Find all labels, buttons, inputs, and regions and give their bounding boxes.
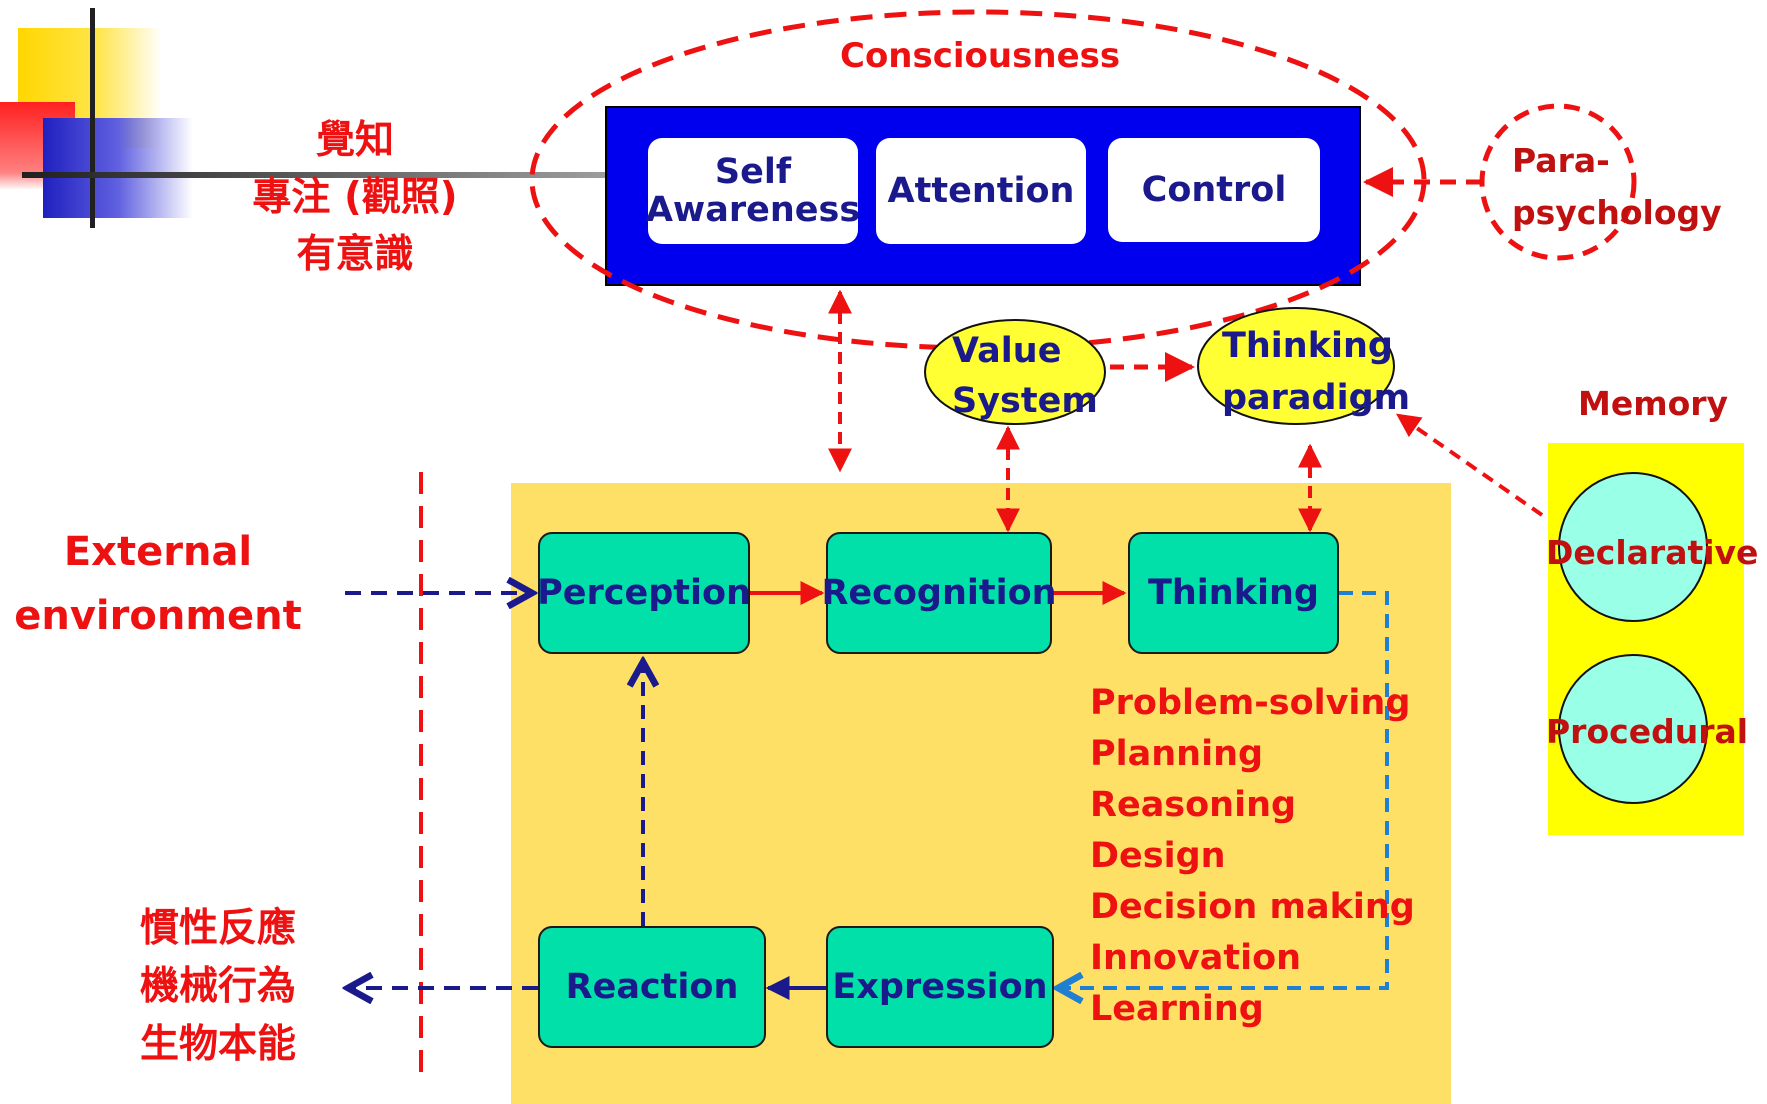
- expression-label: Expression: [832, 967, 1048, 1007]
- self-awareness-label: Self Awareness: [645, 151, 861, 230]
- consciousness-chinese-line-2: 專注 (觀照): [252, 175, 458, 220]
- expression-node: Expression: [826, 926, 1054, 1048]
- thinking-mode-item: Decision making: [1090, 887, 1415, 927]
- reaction-node: Reaction: [538, 926, 766, 1048]
- recognition-node: Recognition: [821, 532, 1057, 654]
- corner-decoration-horizontal-line: [22, 172, 662, 178]
- control-box: Control: [1108, 138, 1320, 242]
- value-system-ellipse: [924, 319, 1106, 425]
- declarative-label: Declarative: [1546, 533, 1759, 572]
- thinking-paradigm-label: Thinking paradigm: [1222, 326, 1411, 418]
- reaction-output-line-1: 慣性反應: [139, 906, 296, 951]
- reaction-label: Reaction: [565, 967, 739, 1007]
- self-awareness-box: Self Awareness: [645, 138, 861, 244]
- recognition-label: Recognition: [821, 573, 1057, 613]
- thinking-mode-item: Design: [1090, 836, 1226, 876]
- perception-node: Perception: [537, 532, 751, 654]
- attention-label: Attention: [887, 170, 1075, 211]
- corner-decoration-blue: [43, 118, 193, 218]
- thinking-modes-list: Problem-solving Planning Reasoning Desig…: [1090, 678, 1415, 1035]
- consciousness-title: Consciousness: [840, 36, 1121, 76]
- memory-paradigm-arrow: [1396, 413, 1544, 517]
- procedural-label: Procedural: [1546, 712, 1749, 751]
- thinking-mode-item: Planning: [1090, 734, 1264, 774]
- attention-box: Attention: [876, 138, 1086, 244]
- thinking-mode-item: Innovation: [1090, 938, 1302, 978]
- perception-label: Perception: [537, 573, 751, 613]
- value-system-label: Value System: [952, 331, 1098, 421]
- thinking-paradigm-ellipse: [1197, 307, 1395, 425]
- control-label: Control: [1141, 169, 1287, 210]
- reaction-output-line-2: 機械行為: [139, 964, 296, 1009]
- corner-decoration-vertical-line: [90, 8, 95, 228]
- thinking-mode-item: Problem-solving: [1090, 683, 1411, 723]
- thinking-mode-item: Reasoning: [1090, 785, 1297, 825]
- thinking-label: Thinking: [1148, 573, 1319, 613]
- consciousness-chinese-label: 覺知 專注 (觀照) 有意識: [230, 112, 480, 283]
- reaction-output-label: 慣性反應 機械行為 生物本能: [118, 900, 318, 1074]
- external-environment-label: External environment: [14, 529, 302, 639]
- thinking-mode-item: Learning: [1090, 989, 1264, 1029]
- parapsychology-label: Para- psychology: [1512, 141, 1722, 232]
- declarative-memory-circle: [1558, 472, 1708, 622]
- consciousness-chinese-line-3: 有意識: [296, 232, 414, 277]
- thinking-expression-arrow: [1058, 591, 1389, 988]
- thinking-node: Thinking: [1128, 532, 1339, 654]
- procedural-memory-circle: [1558, 654, 1708, 804]
- memory-title: Memory: [1578, 384, 1729, 423]
- reaction-output-line-3: 生物本能: [139, 1022, 296, 1067]
- consciousness-chinese-line-1: 覺知: [315, 118, 394, 163]
